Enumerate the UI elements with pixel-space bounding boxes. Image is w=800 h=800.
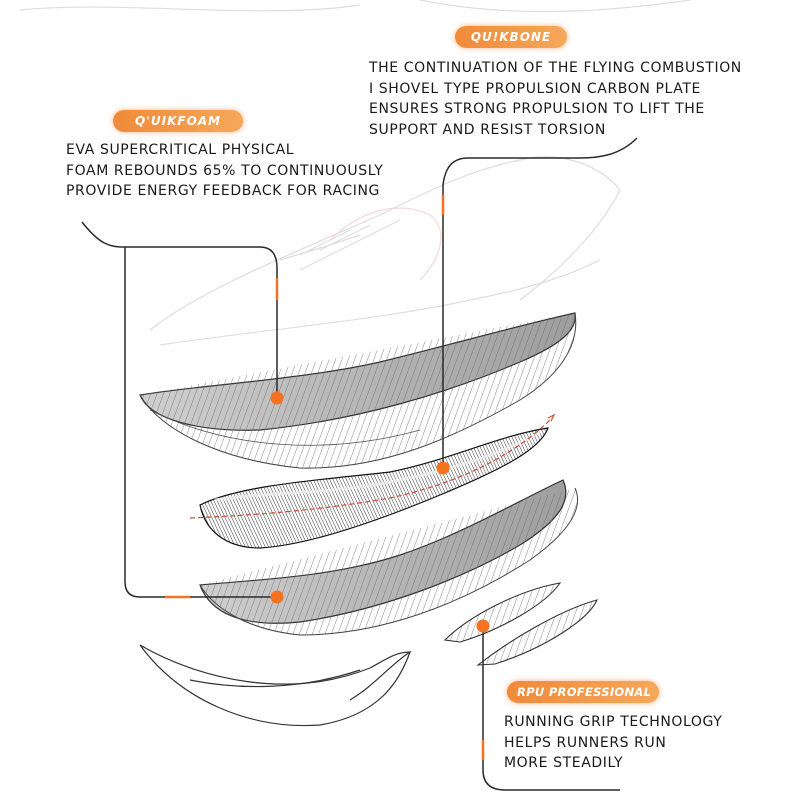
quikbone-badge: QU!KBONE — [455, 26, 567, 48]
quikbone-line-1: THE CONTINUATION OF THE FLYING COMBUSTIO… — [369, 60, 742, 76]
rpu-description: RUNNING GRIP TECHNOLOGY HELPS RUNNERS RU… — [504, 712, 722, 774]
rpu-line-1: RUNNING GRIP TECHNOLOGY — [504, 714, 723, 730]
quikfoam-line-1: EVA SUPERCRITICAL PHYSICAL — [66, 142, 295, 158]
marker-dot-quikbone — [436, 461, 450, 475]
quikbone-line-3: ENSURES STRONG PROPULSION TO LIFT THE — [369, 101, 705, 117]
marker-dot-quikfoam-top — [270, 391, 284, 405]
quikbone-line-2: I SHOVEL TYPE PROPULSION CARBON PLATE — [369, 80, 701, 97]
shoe-upper-sketch — [19, 0, 691, 346]
quikfoam-description: EVA SUPERCRITICAL PHYSICAL FOAM REBOUNDS… — [66, 140, 383, 202]
quikfoam-line-3: PROVIDE ENERGY FEEDBACK FOR RACING — [66, 183, 381, 199]
rpu-professional-badge: RPU PROFESSIONAL — [507, 681, 659, 703]
rpu-line-3: MORE STEADILY — [504, 755, 624, 771]
marker-dot-quikfoam-mid — [270, 590, 284, 604]
quikfoam-top-layer — [139, 312, 577, 469]
quikbone-line-4: SUPPORT AND RESIST TORSION — [369, 121, 606, 138]
quikfoam-midsole-layer — [199, 479, 579, 636]
quikfoam-line-2: FOAM REBOUNDS 65% TO CONTINUOUSLY — [66, 162, 384, 179]
outsole-layer — [139, 644, 413, 727]
leader-accent-segments — [165, 195, 485, 760]
rpu-grip-pads — [443, 582, 598, 666]
callout-leader-lines — [81, 137, 638, 791]
quikfoam-badge: Q'UIKFOAM — [113, 110, 243, 132]
quikbone-description: THE CONTINUATION OF THE FLYING COMBUSTIO… — [369, 58, 742, 140]
rpu-line-2: HELPS RUNNERS RUN — [504, 734, 667, 751]
marker-dot-rpu — [476, 619, 490, 633]
quikbone-carbon-plate — [189, 413, 556, 549]
